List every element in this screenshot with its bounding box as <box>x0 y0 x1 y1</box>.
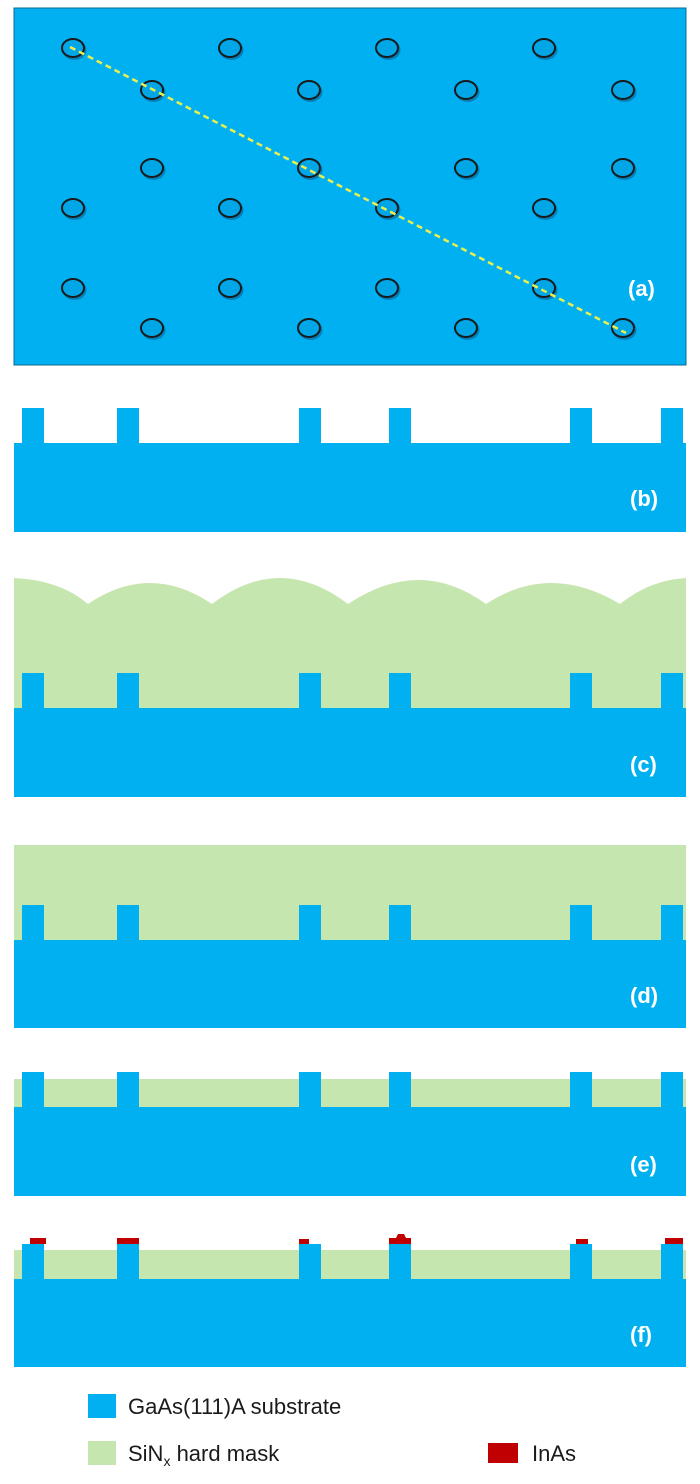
panel-f: (f) <box>14 1234 686 1367</box>
panel-label-f: (f) <box>630 1322 652 1347</box>
hole <box>297 80 321 100</box>
hole <box>375 278 399 298</box>
hole <box>375 38 399 58</box>
panel-a: (a) <box>13 7 687 366</box>
legend: GaAs(111)A substrate SiNx hard mask InAs <box>88 1394 576 1469</box>
hole <box>532 278 556 298</box>
hole <box>140 158 164 178</box>
inas-island <box>665 1238 683 1244</box>
panel-c-mask <box>14 578 686 710</box>
panel-label-c: (c) <box>630 752 657 777</box>
hole <box>218 198 242 218</box>
panel-e-substrate <box>14 1072 686 1196</box>
hole <box>454 158 478 178</box>
inas-island <box>576 1239 588 1244</box>
panel-a-substrate <box>13 7 687 366</box>
panel-b: (b) <box>14 408 686 532</box>
hole <box>532 198 556 218</box>
inas-island <box>30 1238 46 1244</box>
hole <box>61 278 85 298</box>
hole <box>140 318 164 338</box>
hole <box>454 318 478 338</box>
legend-substrate-swatch <box>88 1394 116 1418</box>
inas-island <box>117 1238 139 1244</box>
panel-c: (c) <box>14 578 686 797</box>
panel-label-d: (d) <box>630 983 658 1008</box>
panel-e: (e) <box>14 1072 686 1196</box>
hole <box>454 80 478 100</box>
hole <box>611 158 635 178</box>
legend-substrate-label: GaAs(111)A substrate <box>128 1394 341 1419</box>
hole <box>297 158 321 178</box>
inas-islands <box>30 1234 683 1244</box>
legend-mask-rest: hard mask <box>170 1441 280 1466</box>
hole <box>218 38 242 58</box>
panel-label-a: (a) <box>628 276 655 301</box>
hole <box>61 198 85 218</box>
legend-mask-label: SiNx hard mask <box>128 1441 280 1469</box>
legend-mask-main: SiN <box>128 1441 163 1466</box>
hole <box>611 318 635 338</box>
inas-island <box>299 1239 309 1244</box>
panel-label-e: (e) <box>630 1152 657 1177</box>
hole <box>611 80 635 100</box>
legend-mask-sub: x <box>163 1453 170 1469</box>
panel-label-b: (b) <box>630 486 658 511</box>
panel-d: (d) <box>14 845 686 1028</box>
legend-mask-swatch <box>88 1441 116 1465</box>
hole-array <box>61 38 637 340</box>
legend-inas-swatch <box>488 1443 518 1463</box>
panel-b-substrate <box>14 408 686 532</box>
legend-inas-label: InAs <box>532 1441 576 1466</box>
hole <box>532 38 556 58</box>
panel-c-substrate <box>14 673 686 797</box>
hole <box>297 318 321 338</box>
hole <box>218 278 242 298</box>
inas-island <box>389 1234 411 1244</box>
panel-d-substrate <box>14 905 686 1028</box>
diagonal-line <box>69 45 627 335</box>
panel-f-substrate <box>14 1244 686 1367</box>
